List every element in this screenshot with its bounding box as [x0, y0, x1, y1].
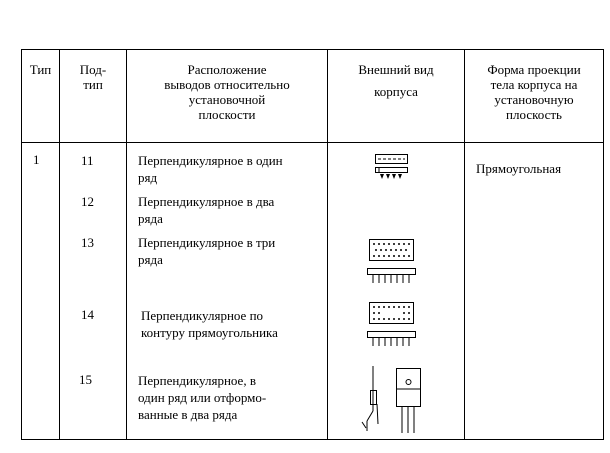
table-body-row: 1 11 12 13 14 15 Перпендикулярное в один… — [21, 142, 604, 440]
header-appearance-line-2: корпуса — [374, 84, 418, 99]
desc-14-line-2: контуру прямоугольника — [141, 325, 278, 340]
header-leads-line-3: установочной — [188, 92, 266, 107]
desc-15-line-3: ванные в два ряда — [138, 407, 238, 422]
desc-14: Перпендикулярное по контуру прямоугольни… — [141, 308, 278, 340]
desc-11-line-1: Перпендикулярное в один — [138, 153, 283, 168]
type-cell: 1 — [21, 142, 60, 440]
formed-leads-package-icon — [361, 366, 421, 433]
shape-cell: Прямоугольная — [464, 142, 604, 440]
header-leads: Расположение выводов относительно устано… — [126, 49, 328, 143]
package-classification-table: Тип Под- тип Расположение выводов относи… — [21, 49, 604, 440]
header-leads-line-1: Расположение — [187, 62, 267, 77]
desc-13-line-1: Перпендикулярное в три — [138, 235, 276, 250]
desc-13: Перпендикулярное в три ряда — [138, 235, 275, 267]
header-type: Тип — [21, 49, 60, 143]
desc-12-line-1: Перпендикулярное в два — [138, 194, 275, 209]
desc-14-line-1: Перпендикулярное по — [141, 308, 264, 323]
header-shape-line-4: плоскость — [506, 107, 562, 122]
desc-11: Перпендикулярное в один ряд — [138, 153, 283, 185]
subtype-cell: 11 12 13 14 15 — [59, 142, 127, 440]
appearance-cell — [327, 142, 465, 440]
desc-15-line-1: Перпендикулярное, в — [138, 373, 256, 388]
shape-value: Прямоугольная — [476, 161, 562, 176]
header-leads-line-4: плоскости — [198, 107, 256, 122]
subtype-15: 15 — [79, 372, 92, 387]
desc-12: Перпендикулярное в два ряда — [138, 194, 274, 226]
subtype-11: 11 — [81, 153, 94, 168]
header-subtype: Под- тип — [59, 49, 127, 143]
single-row-package-icon — [375, 154, 408, 179]
header-shape: Форма проекции тела корпуса на установоч… — [464, 49, 604, 143]
header-subtype-line-1: Под- — [79, 62, 107, 77]
header-appearance-line-1: Внешний вид — [358, 62, 434, 77]
header-shape-line-3: установочную — [494, 92, 574, 107]
table-header-row: Тип Под- тип Расположение выводов относи… — [21, 49, 604, 143]
desc-13-line-2: ряда — [138, 252, 163, 267]
perimeter-package-icon — [367, 302, 416, 346]
header-shape-line-1: Форма проекции — [487, 62, 581, 77]
desc-15-line-2: один ряд или отформо- — [138, 390, 267, 405]
type-value: 1 — [33, 152, 40, 167]
header-subtype-line-2: тип — [83, 77, 103, 92]
desc-15: Перпендикулярное, в один ряд или отформо… — [138, 373, 266, 422]
header-shape-line-2: тела корпуса на — [490, 77, 578, 92]
desc-12-line-2: ряда — [138, 211, 163, 226]
subtype-14: 14 — [81, 307, 94, 322]
header-appearance: Внешний вид корпуса — [327, 49, 465, 143]
leads-cell: Перпендикулярное в один ряд Перпендикуля… — [126, 142, 328, 440]
subtype-13: 13 — [81, 235, 94, 250]
three-row-package-icon — [367, 239, 416, 283]
subtype-12: 12 — [81, 194, 94, 209]
desc-11-line-2: ряд — [138, 170, 158, 185]
header-type-text: Тип — [29, 62, 52, 77]
header-leads-line-2: выводов относительно — [164, 77, 290, 92]
